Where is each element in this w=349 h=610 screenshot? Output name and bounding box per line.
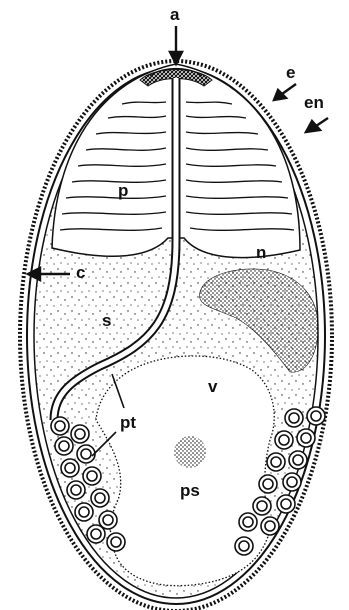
label-cytoplasm: c xyxy=(76,263,85,282)
label-exospore: e xyxy=(286,63,295,82)
label-polaroplast: p xyxy=(118,181,128,200)
label-anchoring-disc: a xyxy=(170,5,180,24)
posterosome xyxy=(174,436,206,468)
label-nucleus: n xyxy=(256,243,266,262)
label-posterosome: ps xyxy=(180,481,200,500)
label-endospore: en xyxy=(304,93,324,112)
label-polar-tube: pt xyxy=(120,413,136,432)
label-sporoplasm: s xyxy=(102,311,111,330)
label-vacuole: v xyxy=(208,377,218,396)
